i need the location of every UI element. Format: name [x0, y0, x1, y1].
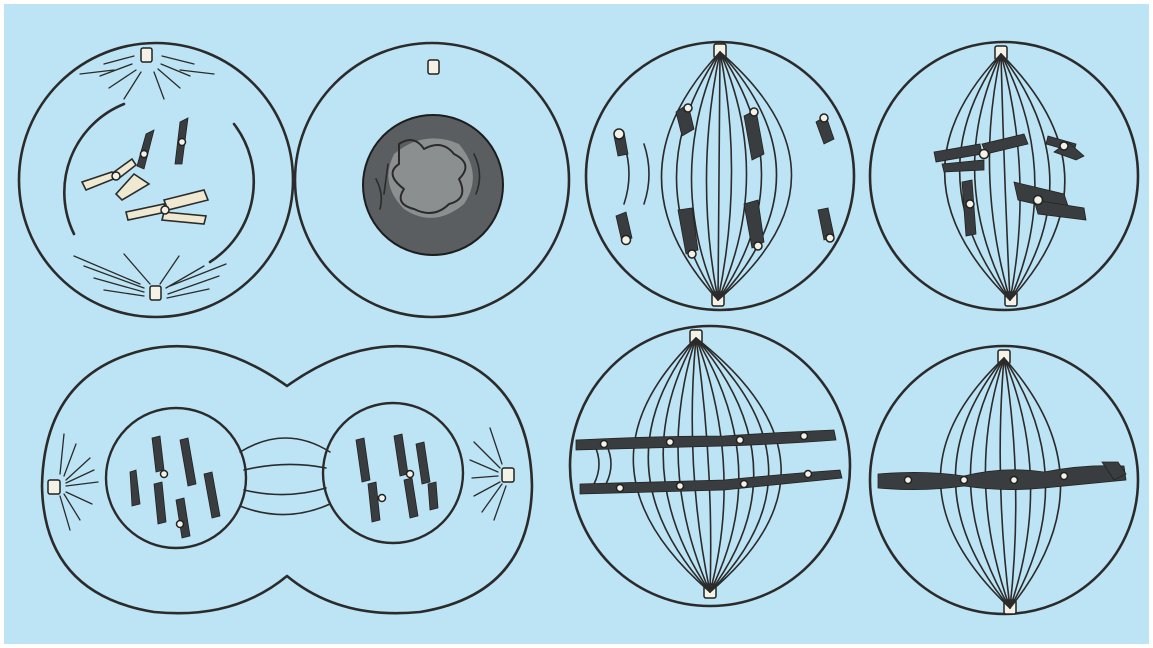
- centromere: [750, 108, 758, 116]
- centromere: [1011, 477, 1018, 484]
- centromere: [966, 200, 974, 208]
- mitosis-diagram: [4, 4, 1149, 644]
- centrosome: [428, 60, 439, 74]
- centromere: [112, 172, 120, 180]
- centromere: [614, 129, 624, 139]
- centromere: [1060, 142, 1068, 150]
- centromere: [379, 495, 386, 502]
- diagram-canvas: [4, 4, 1149, 644]
- centromere: [741, 481, 748, 488]
- centromere: [805, 471, 812, 478]
- centromere: [407, 471, 414, 478]
- centromere: [961, 477, 968, 484]
- centrosome: [48, 480, 60, 494]
- centromere: [177, 521, 184, 528]
- centromere: [684, 104, 692, 112]
- centromere: [622, 236, 631, 245]
- centrosome: [502, 468, 514, 482]
- centromere: [737, 437, 744, 444]
- centromere: [801, 433, 808, 440]
- centromere: [161, 471, 168, 478]
- centromere: [826, 234, 834, 242]
- centromere: [161, 206, 169, 214]
- centromere: [141, 151, 148, 158]
- centromere: [601, 441, 608, 448]
- centrosome: [150, 286, 161, 300]
- centromere: [980, 150, 989, 159]
- centromere: [820, 114, 828, 122]
- centromere: [1061, 473, 1068, 480]
- centromere: [754, 242, 762, 250]
- centromere: [677, 483, 684, 490]
- chromosome: [428, 482, 438, 510]
- centromere: [688, 250, 696, 258]
- centromere: [1034, 196, 1043, 205]
- centromere: [617, 485, 624, 492]
- centromere: [905, 477, 912, 484]
- centrosome: [141, 48, 152, 62]
- centromere: [667, 439, 674, 446]
- centromere: [179, 139, 186, 146]
